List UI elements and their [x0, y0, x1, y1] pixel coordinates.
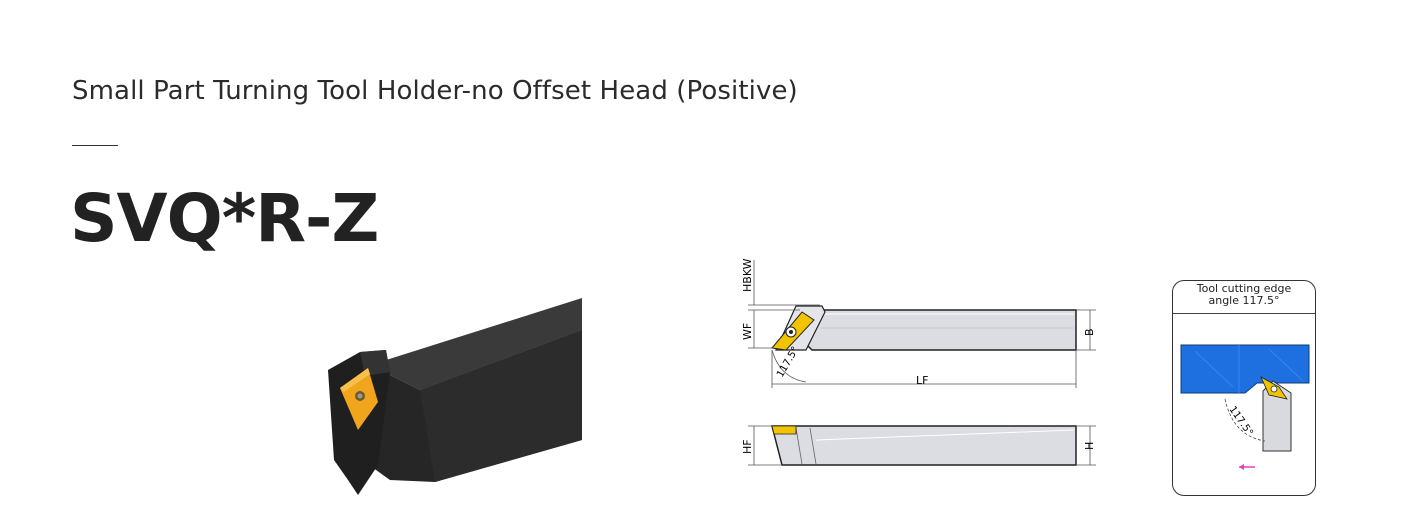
- title-divider: [72, 145, 118, 146]
- label-h: H: [1083, 442, 1096, 450]
- technical-drawing: HBKW WF B LF 117.5° HF H: [741, 258, 1096, 466]
- label-b: B: [1083, 328, 1096, 336]
- label-wf: WF: [741, 323, 754, 340]
- cutting-angle-detail-card: Tool cutting edge angle 117.5° 117.5°: [1172, 280, 1316, 496]
- label-lf: LF: [916, 374, 928, 387]
- detail-heading-line2: angle 117.5°: [1208, 294, 1280, 307]
- label-hbkw: HBKW: [741, 258, 754, 292]
- product-title: SVQ*R-Z: [70, 180, 379, 257]
- detail-heading: Tool cutting edge angle 117.5°: [1173, 281, 1315, 314]
- page-subtitle: Small Part Turning Tool Holder-no Offset…: [72, 76, 798, 106]
- label-hf: HF: [741, 439, 754, 454]
- detail-illustration: 117.5°: [1180, 344, 1310, 470]
- tool-holder-photo: [328, 298, 582, 495]
- detail-angle-label: 117.5°: [1227, 404, 1255, 438]
- detail-heading-line1: Tool cutting edge: [1196, 282, 1292, 295]
